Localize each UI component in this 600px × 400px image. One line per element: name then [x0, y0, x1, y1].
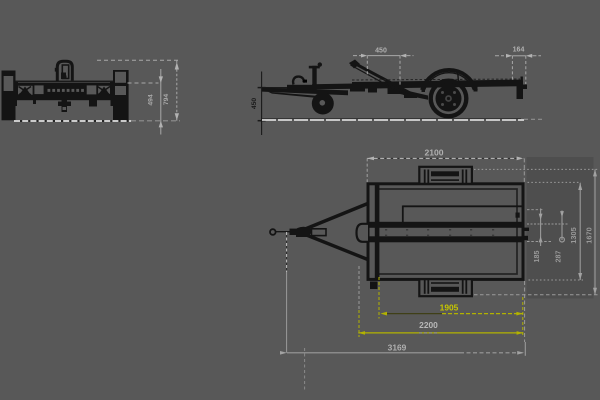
svg-text:2100: 2100 — [424, 148, 443, 158]
svg-text:450: 450 — [375, 47, 387, 54]
svg-text:1670: 1670 — [585, 227, 594, 243]
svg-text:164: 164 — [513, 46, 525, 53]
svg-text:287: 287 — [554, 251, 563, 263]
svg-text:450: 450 — [251, 98, 258, 110]
svg-text:185: 185 — [532, 251, 541, 263]
svg-text:494: 494 — [148, 94, 155, 106]
svg-text:3169: 3169 — [388, 342, 407, 352]
svg-text:1905: 1905 — [440, 302, 459, 312]
svg-text:1305: 1305 — [569, 227, 578, 243]
svg-text:794: 794 — [163, 94, 170, 106]
svg-text:2200: 2200 — [419, 320, 438, 330]
